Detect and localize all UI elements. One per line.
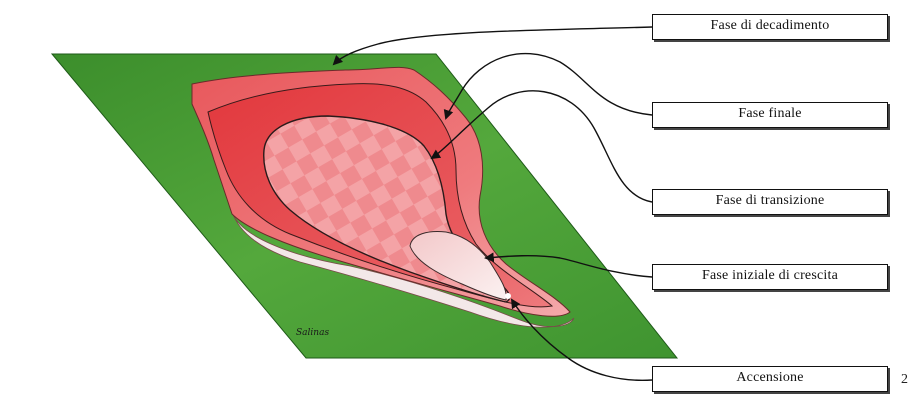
- label-initial-growth-phase: Fase iniziale di crescita: [652, 264, 888, 290]
- label-decay-phase: Fase di decadimento: [652, 14, 888, 40]
- page-number: 2: [901, 372, 908, 388]
- label-final-phase: Fase finale: [652, 102, 888, 128]
- artist-signature: Salinas: [296, 328, 329, 338]
- label-transition-phase: Fase di transizione: [652, 189, 888, 215]
- label-ignition: Accensione: [652, 366, 888, 392]
- ignition-point: [505, 293, 511, 299]
